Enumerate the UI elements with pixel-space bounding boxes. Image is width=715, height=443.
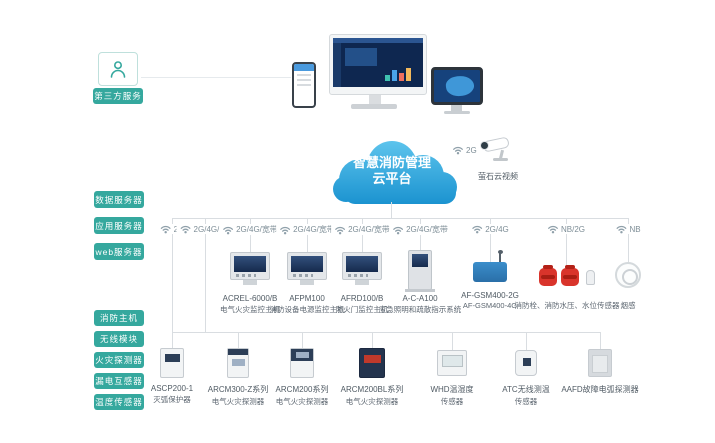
device-ascp200 — [160, 348, 184, 378]
device-atc — [515, 350, 537, 376]
connector-line — [391, 202, 392, 218]
device-afrd100 — [342, 252, 382, 280]
connector-line — [205, 218, 206, 332]
connector-line — [362, 218, 363, 252]
connector-line — [372, 332, 373, 348]
connector-line — [172, 218, 173, 332]
device-label: WHD温湿度传感器 — [430, 385, 474, 406]
label-data-server: 数据服务器 — [94, 191, 144, 208]
wifi-icon — [548, 225, 558, 234]
connector-line — [307, 218, 308, 252]
device-label: ARCM300-Z系列电气火灾探测器 — [207, 385, 269, 406]
cloud-shape — [320, 136, 464, 206]
label-wireless-module: 无线模块 — [94, 331, 144, 347]
connector-line — [141, 77, 291, 78]
connection-chip: 2G/4G — [468, 224, 512, 234]
third-party-service-box — [98, 52, 138, 86]
wifi-icon — [223, 226, 234, 234]
device-label: 消防栓、消防水压、水位传感器 — [514, 301, 620, 310]
connection-chip: 2G/4G/宽带 — [331, 224, 393, 235]
device-arcm200 — [290, 348, 314, 378]
smoke-detector-icon — [615, 262, 641, 288]
desktop-monitor — [329, 34, 427, 95]
connection-chip: 2G/4G/宽带 — [389, 224, 451, 235]
device-afpm100 — [287, 252, 327, 280]
connector-line — [566, 218, 567, 266]
wifi-icon — [616, 225, 627, 234]
map-graphic — [444, 74, 476, 98]
device-label: 烟感 — [620, 301, 636, 310]
connection-chip: 2G/4G/NB — [176, 224, 234, 234]
connector-line — [490, 218, 491, 262]
camera-label: 萤石云视频 — [478, 172, 518, 181]
device-label: ARCM200BL系列电气火灾探测器 — [340, 385, 404, 406]
wifi-icon — [453, 146, 463, 155]
wifi-icon — [393, 226, 404, 234]
monitor-stand — [369, 95, 381, 104]
label-fire-detector: 火灾探测器 — [94, 352, 144, 368]
cloud-title-line1: 智慧消防管理 — [352, 155, 431, 170]
device-label: AAFD故障电弧探测器 — [561, 385, 639, 394]
device-label: ARCM200系列电气火灾探测器 — [275, 385, 329, 406]
label-fire-host: 消防主机 — [94, 310, 144, 326]
label-app-server: 应用服务器 — [94, 217, 144, 234]
device-whd — [437, 350, 467, 376]
label-web-server: web服务器 — [94, 243, 144, 260]
device-arcm300z — [227, 348, 249, 378]
user-icon — [110, 61, 126, 78]
camera-connection: 2G — [449, 145, 480, 155]
connector-line — [628, 218, 629, 262]
device-acrel6000 — [230, 252, 270, 280]
monitor-base — [351, 104, 397, 109]
device-arcm200bl — [359, 348, 385, 378]
connector-line — [452, 332, 453, 350]
hydrant-sensor-icon — [561, 265, 579, 286]
camera-lens — [480, 141, 489, 150]
water-level-sensor-icon — [586, 270, 595, 285]
tablet-display — [431, 67, 483, 105]
wifi-icon — [160, 225, 171, 234]
bottom-bus-line — [172, 332, 600, 333]
wifi-icon — [180, 225, 191, 234]
connector-line — [238, 332, 239, 348]
connector-line — [302, 332, 303, 348]
cloud-title: 智慧消防管理 云平台 — [320, 136, 464, 206]
label-temp-sensor: 温度传感器 — [94, 394, 144, 410]
device-label: ATC无线测温传感器 — [502, 385, 550, 406]
wifi-icon — [280, 226, 291, 234]
top-bus-line — [172, 218, 628, 219]
connection-chip: NB/2G — [543, 224, 589, 234]
connector-line — [250, 218, 251, 252]
connector-line — [600, 332, 601, 349]
third-party-service-label: 第三方服务 — [93, 88, 143, 104]
connector-line — [526, 332, 527, 350]
label-leakage-ct: 漏电互感器 — [94, 373, 144, 389]
connection-chip: NB — [612, 224, 644, 234]
connector-line — [172, 332, 173, 348]
smartphone — [292, 62, 316, 108]
connection-chip: 2G/4G/宽带 — [219, 224, 281, 235]
hydrant-sensor-icon — [539, 265, 557, 286]
device-aafd — [588, 349, 612, 377]
connection-chip: 2G/4G/宽带 — [276, 224, 338, 235]
device-afgsm400 — [473, 250, 507, 282]
dashboard-screen — [333, 38, 423, 87]
cloud-title-line2: 云平台 — [372, 171, 412, 186]
wifi-icon — [335, 226, 346, 234]
device-aca100 — [405, 250, 435, 292]
wifi-icon — [472, 225, 483, 234]
phone-screen — [294, 64, 314, 71]
